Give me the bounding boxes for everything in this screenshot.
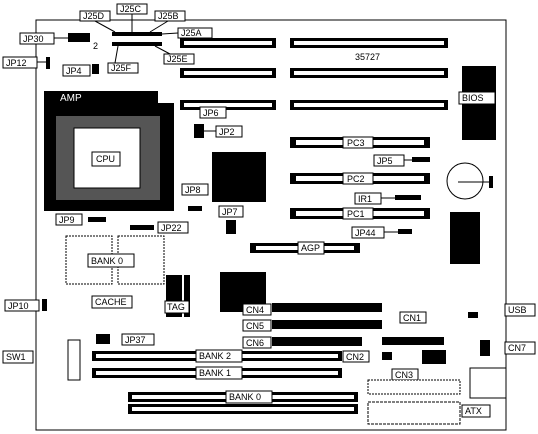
j25d-label: J25D: [83, 11, 105, 21]
j25a-label: J25A: [181, 28, 202, 38]
cn4-connector: [272, 303, 382, 312]
jp30-header: [68, 33, 90, 42]
cn2-connector: [382, 352, 392, 360]
cn5-label: CN5: [246, 321, 264, 331]
jp6-label: JP6: [203, 108, 219, 118]
atx-upper-block: [367, 379, 461, 395]
j25b-label: J25B: [158, 11, 179, 21]
jp7-label: JP7: [222, 207, 238, 217]
bank2-label: BANK 2: [199, 351, 231, 361]
j25c-label: J25C: [120, 4, 142, 14]
cn7-label: CN7: [508, 343, 526, 353]
board-number: 35727: [355, 52, 380, 62]
jp10-header: [42, 299, 47, 311]
cn7-connector: [480, 340, 490, 356]
jp8-header: [188, 206, 202, 211]
j25-pins-row2: [112, 42, 162, 46]
jp44-label: JP44: [355, 228, 376, 238]
cn6-connector: [272, 337, 362, 346]
jp22-label: JP22: [161, 223, 182, 233]
jp10-label: JP10: [8, 301, 29, 311]
jp37-header: [96, 334, 110, 344]
jp30-label: JP30: [23, 34, 44, 44]
jp22-header: [130, 225, 154, 230]
io-chip: [450, 212, 480, 264]
battery: [446, 162, 484, 200]
rear-io-port: [469, 367, 507, 399]
j25f-label: J25F: [111, 63, 132, 73]
usb-label: USB: [508, 305, 527, 315]
bios-label-box: [458, 91, 496, 105]
j25e-label: J25E: [167, 54, 188, 64]
bank0-label: BANK 0: [229, 392, 261, 402]
jp44-header: [398, 229, 412, 234]
cn3-connector: [422, 350, 446, 364]
pc1-label: PC1: [347, 209, 365, 219]
jp6-header: [194, 124, 204, 138]
jp9-header: [88, 217, 106, 222]
agp-label: AGP: [301, 243, 320, 253]
pc3-label: PC3: [347, 138, 365, 148]
cn3-label: CN3: [395, 370, 413, 380]
ir1-label: IR1: [358, 194, 372, 204]
cn4-label: CN4: [246, 305, 264, 315]
cn1-connector: [382, 337, 444, 345]
jp30-pin-label: 2: [93, 41, 98, 51]
cache-label: CACHE: [95, 297, 127, 307]
jp8-label: JP8: [185, 185, 201, 195]
chipset-north: [212, 152, 266, 202]
cn5-connector: [272, 320, 382, 329]
jp12-header: [46, 57, 50, 69]
tag-label: TAG: [167, 302, 185, 312]
cn1-label: CN1: [403, 313, 421, 323]
jp7-header: [226, 220, 236, 234]
ir1-header: [395, 195, 421, 200]
jp12-label: JP12: [6, 58, 27, 68]
jp9-label: JP9: [59, 215, 75, 225]
jp37-label: JP37: [125, 335, 146, 345]
jp4-header: [92, 64, 99, 74]
sw1-switch: [67, 339, 81, 381]
bank1-label: BANK 1: [199, 368, 231, 378]
usb-header: [468, 312, 478, 318]
bank0-cache-label: BANK 0: [91, 256, 123, 266]
amp-bar: [44, 91, 158, 103]
pc2-label: PC2: [347, 174, 365, 184]
atx-label: ATX: [465, 406, 482, 416]
amp-label: AMP: [60, 93, 82, 104]
j25-pins-row1: [112, 32, 162, 36]
sw1-label: SW1: [6, 352, 26, 362]
jp5-label: JP5: [377, 156, 393, 166]
cn6-label: CN6: [246, 338, 264, 348]
jp2-label: JP2: [219, 127, 235, 137]
cn2-label: CN2: [346, 352, 364, 362]
atx-connector: [367, 401, 461, 425]
jp4-label: JP4: [66, 66, 82, 76]
jp5-header: [412, 157, 430, 162]
cpu-label: CPU: [96, 154, 115, 164]
bios-label: BIOS: [462, 93, 484, 103]
